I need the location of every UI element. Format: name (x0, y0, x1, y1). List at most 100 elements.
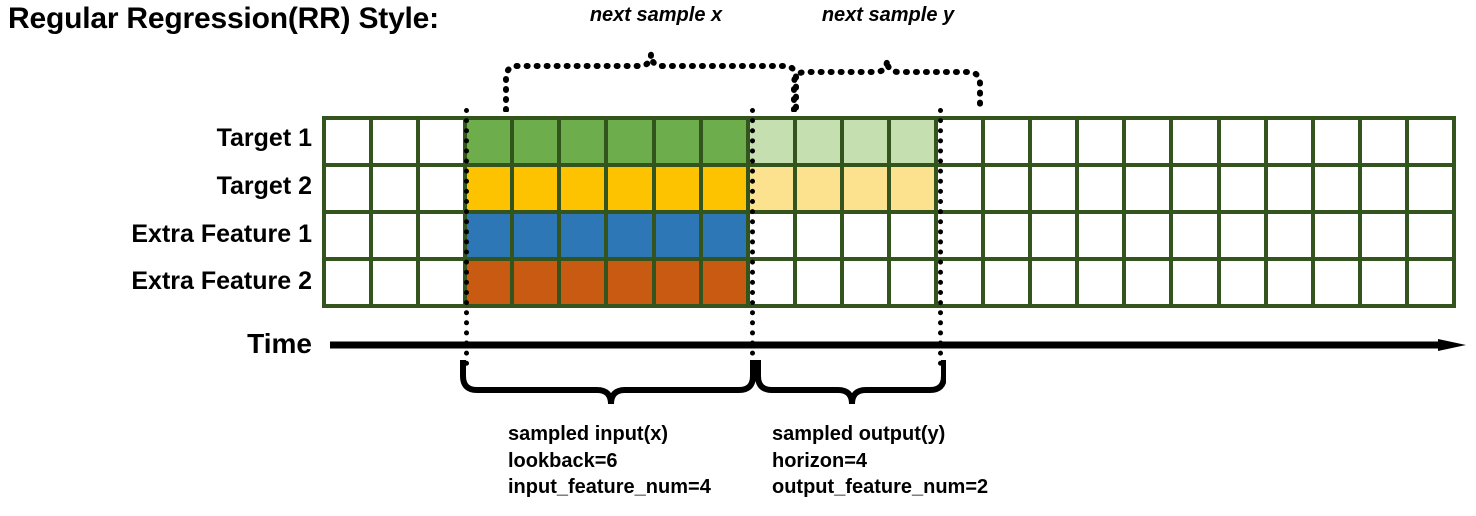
grid-cell-r1-c21-empty (1267, 120, 1311, 163)
grid-cell-r1-c3-empty (420, 120, 464, 163)
page-title: Regular Regression(RR) Style: (8, 2, 439, 35)
bottom-caption-output: sampled output(y) horizon=4 output_featu… (772, 421, 988, 501)
grid-cell-r1-c13-output (890, 120, 935, 163)
grid-cell-r4-c23-empty (1361, 261, 1405, 304)
grid-cell-r4-c24-empty (1408, 261, 1452, 304)
grid-cell-r1-c16-empty (1032, 120, 1076, 163)
time-axis-label: Time (247, 328, 312, 359)
grid-cell-r1-c9-input (702, 120, 746, 163)
top-brace-caption-y: next sample y (821, 4, 955, 26)
grid-cell-r4-c9-input (702, 261, 746, 304)
bottom-caption-output-line-1: sampled output(y) (772, 423, 946, 445)
grid-cell-r2-c14-empty (938, 167, 982, 210)
bottom-caption-input: sampled input(x) lookback=6 input_featur… (508, 421, 711, 501)
bottom-caption-output-line-2: horizon=4 (772, 449, 868, 472)
grid-cell-r4-c12-empty (843, 261, 887, 304)
grid-cell-r4-c10-empty (749, 261, 793, 304)
grid-cell-r3-c20-empty (1220, 214, 1264, 257)
grid-cell-r1-c23-empty (1361, 120, 1405, 163)
row-label-target-1: Target 1 (216, 124, 312, 152)
grid-cell-r2-c9-input (702, 167, 746, 210)
grid-cell-r3-c21-empty (1267, 214, 1311, 257)
grid-cell-r4-c19-empty (1173, 261, 1217, 304)
bottom-brace-sampled-output (755, 360, 946, 405)
grid-cell-r3-c16-empty (1032, 214, 1076, 257)
grid-cell-r1-c22-empty (1314, 120, 1358, 163)
grid-cell-r1-c20-empty (1220, 120, 1264, 163)
grid-cell-r1-c7-input (608, 120, 652, 163)
grid-cell-r3-c2-empty (373, 214, 417, 257)
grid-cell-r2-c18-empty (1126, 167, 1170, 210)
grid-cell-r2-c15-empty (985, 167, 1029, 210)
grid-cell-r1-c12-output (843, 120, 887, 163)
bottom-caption-output-line-3: output_feature_num=2 (772, 476, 989, 499)
grid-cell-r4-c20-empty (1220, 261, 1264, 304)
bottom-caption-input-line-3: input_feature_num=4 (508, 476, 711, 499)
grid-cell-r4-c4-input (467, 261, 511, 304)
grid-cell-r2-c16-empty (1032, 167, 1076, 210)
grid-cell-r2-c10-output (749, 167, 793, 210)
grid-cell-r4-c8-input (655, 261, 699, 304)
grid-cell-r2-c13-output (890, 167, 935, 210)
grid-cell-r2-c7-input (608, 167, 652, 210)
row-label-column: Target 1 Target 2 Extra Feature 1 Extra … (10, 118, 312, 308)
guide-line-output-end (938, 108, 943, 366)
grid-cell-r3-c19-empty (1173, 214, 1217, 257)
grid-cell-r4-c22-empty (1314, 261, 1358, 304)
grid-cell-r3-c4-input (467, 214, 511, 257)
grid-cell-r3-c12-empty (843, 214, 887, 257)
grid-cell-r2-c1-empty (326, 167, 370, 210)
time-axis-arrow (330, 339, 1466, 351)
grid-cell-r1-c11-output (796, 120, 840, 163)
grid-cell-r1-c4-input (467, 120, 511, 163)
row-label-extra-feature-1: Extra Feature 1 (131, 220, 312, 248)
grid-cell-r4-c1-empty (326, 261, 370, 304)
grid-cell-r1-c8-input (655, 120, 699, 163)
grid-cell-r2-c8-input (655, 167, 699, 210)
grid-cell-r3-c14-empty (938, 214, 982, 257)
bottom-brace-sampled-input (460, 360, 756, 405)
grid-cell-r2-c17-empty (1079, 167, 1123, 210)
grid-cell-r4-c2-empty (373, 261, 417, 304)
top-brace-next-sample-x (503, 53, 799, 112)
grid-cell-r4-c16-empty (1032, 261, 1076, 304)
grid-cell-r1-c17-empty (1079, 120, 1123, 163)
grid-cell-r4-c13-empty (890, 261, 935, 304)
grid-cell-r2-c12-output (843, 167, 887, 210)
row-label-extra-feature-2: Extra Feature 2 (131, 267, 312, 295)
grid-cell-r1-c18-empty (1126, 120, 1170, 163)
grid-cell-r3-c17-empty (1079, 214, 1123, 257)
grid-cell-r2-c21-empty (1267, 167, 1311, 210)
grid-cell-r3-c24-empty (1408, 214, 1452, 257)
grid-cell-r4-c15-empty (985, 261, 1029, 304)
grid-cell-r3-c11-empty (796, 214, 840, 257)
grid-cell-r4-c17-empty (1079, 261, 1123, 304)
grid-cell-r1-c15-empty (985, 120, 1029, 163)
grid-cell-r1-c14-empty (938, 120, 982, 163)
grid-cell-r2-c19-empty (1173, 167, 1217, 210)
top-brace-caption-x: next sample x (589, 4, 723, 26)
grid-cell-r2-c2-empty (373, 167, 417, 210)
grid-cell-r4-c14-empty (938, 261, 982, 304)
grid-cell-r2-c3-empty (420, 167, 464, 210)
grid-cell-r2-c20-empty (1220, 167, 1264, 210)
grid-cell-r3-c22-empty (1314, 214, 1358, 257)
grid-cell-r1-c5-input (514, 120, 558, 163)
grid-cell-r4-c11-empty (796, 261, 840, 304)
grid-cell-r2-c11-output (796, 167, 840, 210)
grid-cell-r3-c15-empty (985, 214, 1029, 257)
grid-cell-r2-c23-empty (1361, 167, 1405, 210)
grid-cell-r3-c18-empty (1126, 214, 1170, 257)
grid-cell-r1-c19-empty (1173, 120, 1217, 163)
grid-cell-r3-c7-input (608, 214, 652, 257)
grid-cell-r3-c5-input (514, 214, 558, 257)
grid-cell-r4-c3-empty (420, 261, 464, 304)
grid-cell-r3-c3-empty (420, 214, 464, 257)
bottom-caption-input-line-1: sampled input(x) (508, 423, 669, 445)
guide-line-input-start (464, 108, 469, 366)
grid-cell-r4-c18-empty (1126, 261, 1170, 304)
grid-cell-r2-c4-input (467, 167, 511, 210)
guide-line-input-end (750, 108, 755, 366)
grid-cell-r3-c9-input (702, 214, 746, 257)
